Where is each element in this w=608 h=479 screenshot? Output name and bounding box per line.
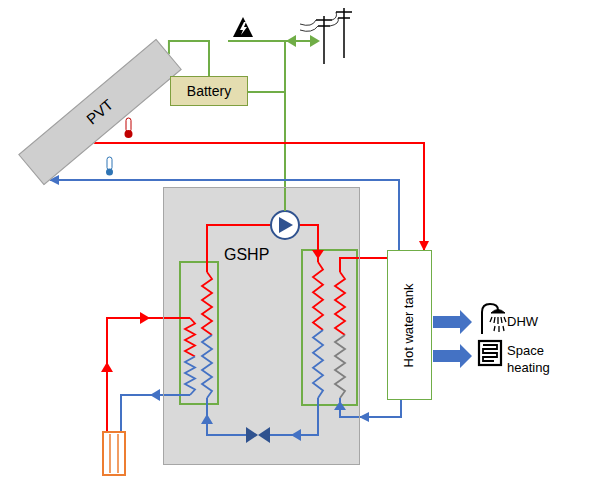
heating-icon [479, 341, 501, 365]
ground-hot [107, 318, 190, 432]
node-label: Hot water tank [402, 283, 417, 367]
refrigerant-cold [207, 398, 246, 435]
grid-wire [228, 40, 318, 42]
ground-coil [185, 357, 195, 396]
heating-coil [483, 345, 497, 361]
evaporator [180, 262, 218, 404]
refrigerant-hot [207, 225, 271, 272]
grid-pylons [300, 8, 352, 64]
ground-cold [121, 395, 190, 432]
water-hot [340, 258, 360, 272]
arrow-head [334, 401, 346, 410]
shower-pipe [482, 304, 498, 334]
pvt-panel: PVT [18, 39, 182, 185]
water-coil [335, 272, 345, 335]
heating-frame [479, 341, 501, 365]
refrigerant-coil [313, 330, 323, 398]
shower-head [491, 310, 505, 314]
shower-water [490, 317, 506, 332]
pylon-arm [338, 17, 350, 19]
borehole-pipe [117, 434, 119, 473]
condenser [302, 250, 357, 405]
expansion-valve [246, 427, 258, 443]
arrow-head [312, 250, 324, 259]
node-label: GSHP [224, 246, 269, 264]
hot-water-tank: Hot water tank [387, 250, 432, 400]
arrow-head [286, 35, 296, 47]
output-label: Space heating [507, 343, 565, 377]
power-line [248, 92, 285, 187]
water-pipe [360, 400, 401, 417]
refrigerant-coil [313, 262, 323, 330]
ground-coil [185, 318, 195, 357]
arrow-head [201, 414, 213, 424]
arrow-head [140, 312, 150, 324]
water-pipe [94, 143, 424, 250]
arrow-head [310, 35, 320, 47]
pylon-pole [323, 16, 325, 64]
node-label: PVT [83, 96, 116, 128]
water-pipe [50, 180, 399, 250]
arrow-head [101, 362, 113, 372]
thermometer-hot [125, 118, 133, 138]
water-coil [335, 335, 345, 398]
thermometer-bulb [106, 169, 113, 176]
refrigerant-coil [202, 335, 212, 398]
heat-pump-housing: GSHP [163, 187, 360, 465]
refrigerant-hot [299, 225, 318, 262]
thermometer-bulb [125, 130, 133, 138]
water-pipe [360, 257, 387, 259]
output-label: DHW [507, 314, 567, 331]
dhw-arrow [433, 310, 472, 334]
battery-box: Battery [170, 76, 248, 106]
pylon-arm [318, 25, 330, 27]
arrow-head [291, 429, 301, 441]
coils [185, 262, 345, 398]
pump-wire [284, 41, 286, 92]
pylon-arm [316, 19, 332, 21]
compressor [271, 211, 299, 239]
refrigerant-coil [202, 272, 212, 335]
arrow-head [150, 389, 160, 401]
thermometer-cold [106, 157, 113, 176]
thermometer-stem [126, 118, 131, 132]
pump-wire [284, 187, 286, 211]
shower-icon [482, 304, 506, 334]
node-label: Battery [187, 83, 231, 99]
pylon-pole [343, 8, 345, 58]
inverter-symbol [233, 17, 253, 37]
thermometer-stem [107, 157, 112, 170]
expansion-valve [258, 427, 270, 443]
borehole [103, 432, 125, 475]
refrigerant-cold [270, 398, 318, 435]
pylon-arm [336, 11, 352, 13]
pylon-wires [300, 12, 338, 31]
inverter-bolt [240, 22, 247, 35]
gshp-fill [163, 187, 360, 465]
heating-arrow [433, 344, 472, 368]
borehole-pipe [109, 434, 111, 473]
compressor-symbol [279, 217, 293, 233]
